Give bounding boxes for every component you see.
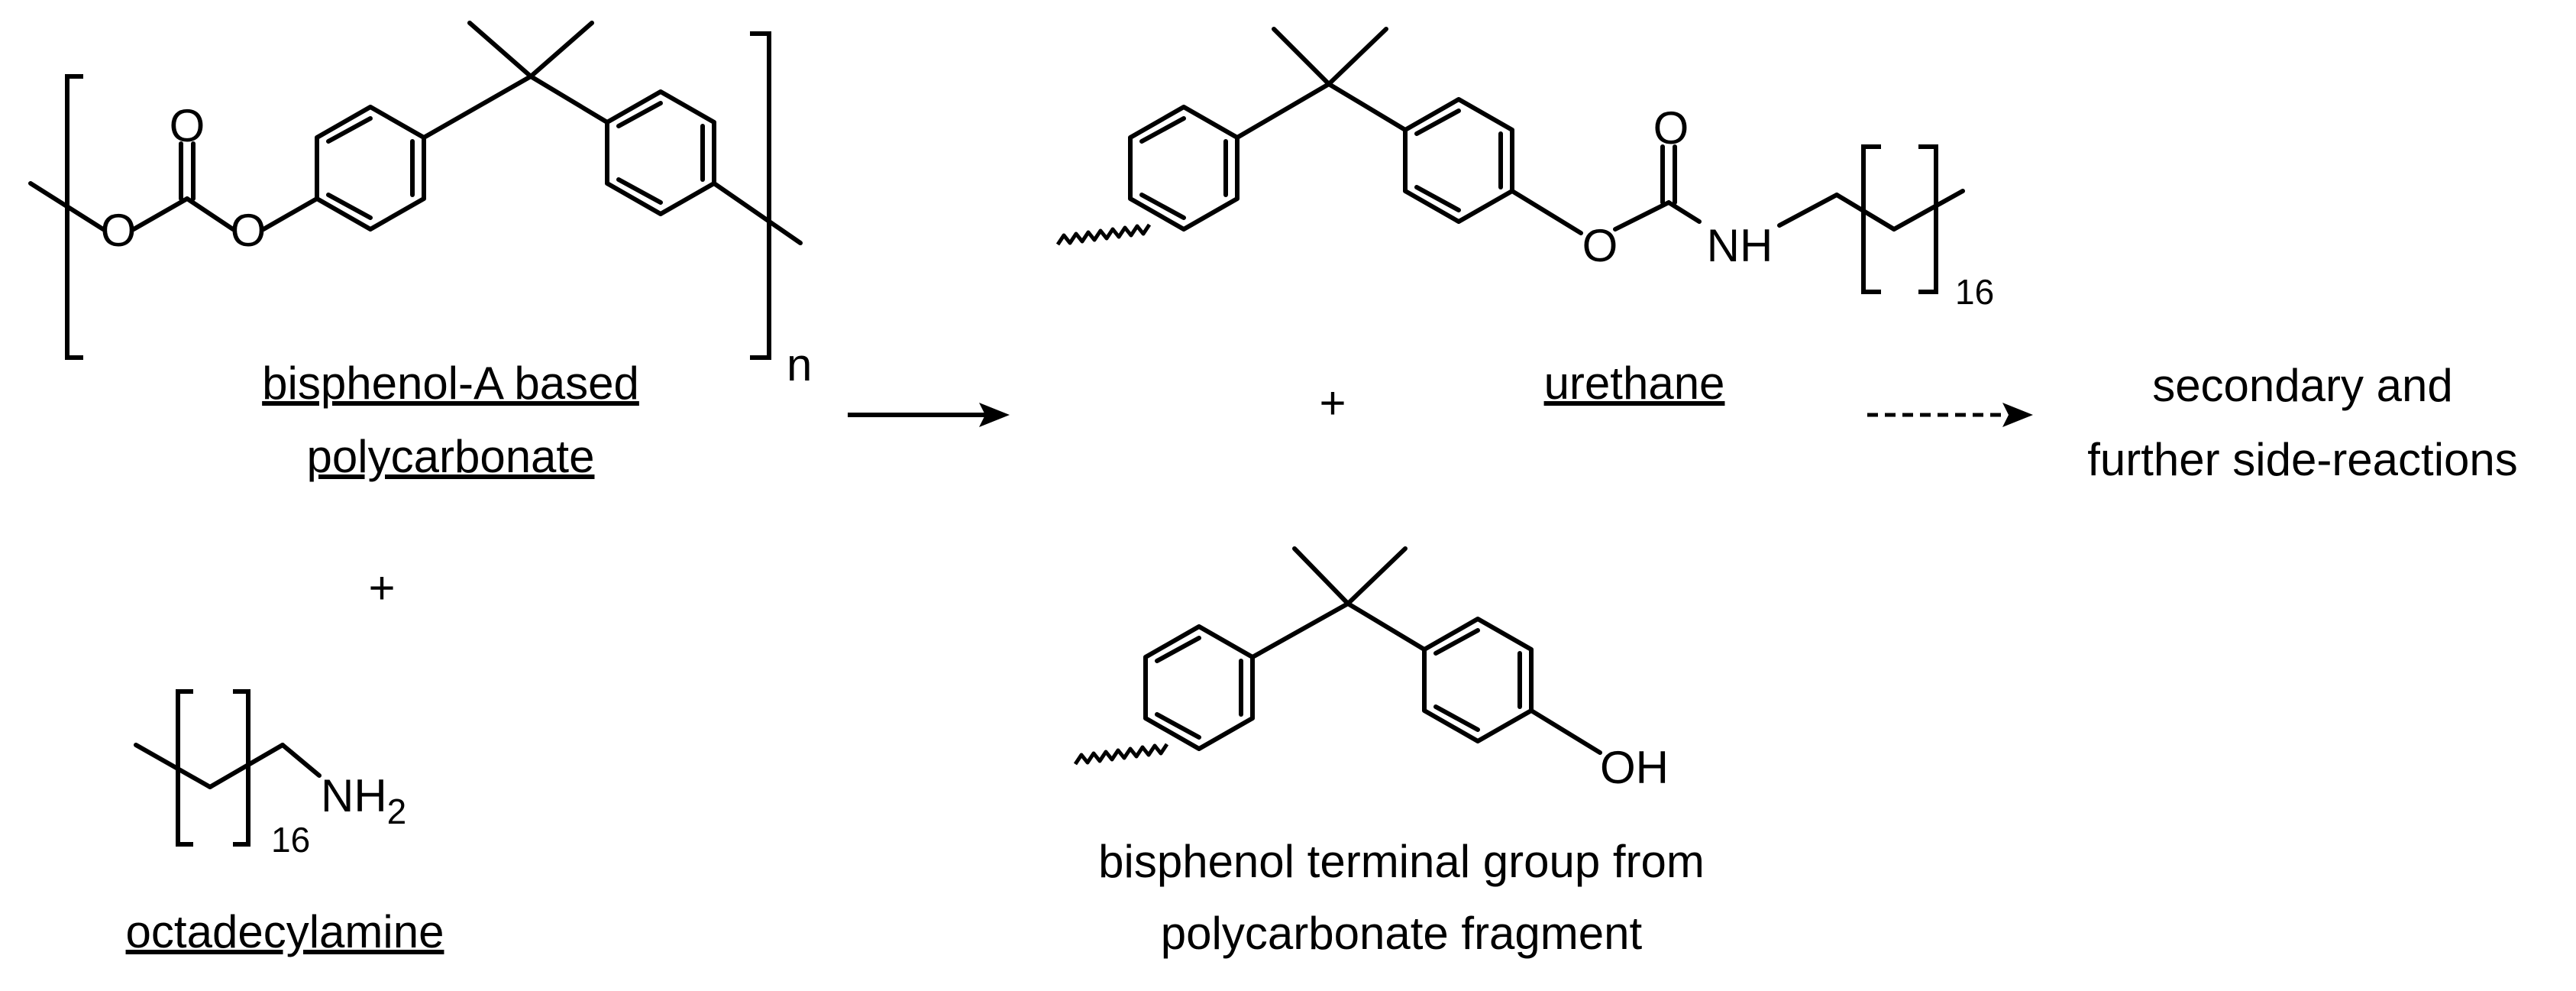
bisphenol-name-line2: polycarbonate fragment — [1161, 908, 1643, 959]
atom-o-urethane-carbonyl: O — [1653, 102, 1689, 154]
left-bracket — [65, 74, 83, 360]
urethane-name: urethane — [1544, 358, 1725, 409]
plus-products: + — [1319, 377, 1346, 429]
octadecylamine-name: octadecylamine — [126, 906, 444, 957]
atom-o-ester-1: O — [101, 205, 137, 256]
side-reaction-arrow — [1867, 403, 2033, 427]
bisphenol-name-line1: bisphenol terminal group from — [1098, 836, 1705, 887]
polycarbonate-name-line2: polycarbonate — [307, 431, 595, 482]
polycarbonate-name-line1: bisphenol-A based — [262, 358, 639, 409]
atom-o-urethane-ester: O — [1582, 220, 1618, 271]
plus-reactants: + — [368, 562, 395, 614]
hydroxyl-group: OH — [1600, 742, 1669, 793]
octadecylamine-structure: NH2 16 — [134, 689, 406, 860]
polycarbonate-structure: O O O n — [28, 21, 812, 390]
atom-nh: NH — [1707, 220, 1773, 271]
wavy-attachment-bond — [1073, 743, 1169, 766]
amine-group: NH2 — [321, 770, 406, 831]
repeat-subscript-n: n — [787, 339, 812, 390]
urethane-structure: O O NH 16 — [1055, 27, 1994, 312]
repeat-count-amine: 16 — [271, 820, 310, 860]
repeat-count-urethane: 16 — [1955, 272, 1994, 312]
side-reactions-line2: further side-reactions — [2087, 434, 2518, 485]
right-bracket — [750, 31, 771, 360]
atom-o-carbonyl: O — [170, 100, 205, 151]
reaction-arrow — [848, 403, 1010, 427]
atom-o-ester-2: O — [231, 205, 267, 256]
side-reactions-line1: secondary and — [2152, 360, 2453, 411]
bisphenol-structure: OH — [1073, 546, 1669, 793]
wavy-attachment-bond — [1055, 223, 1152, 246]
